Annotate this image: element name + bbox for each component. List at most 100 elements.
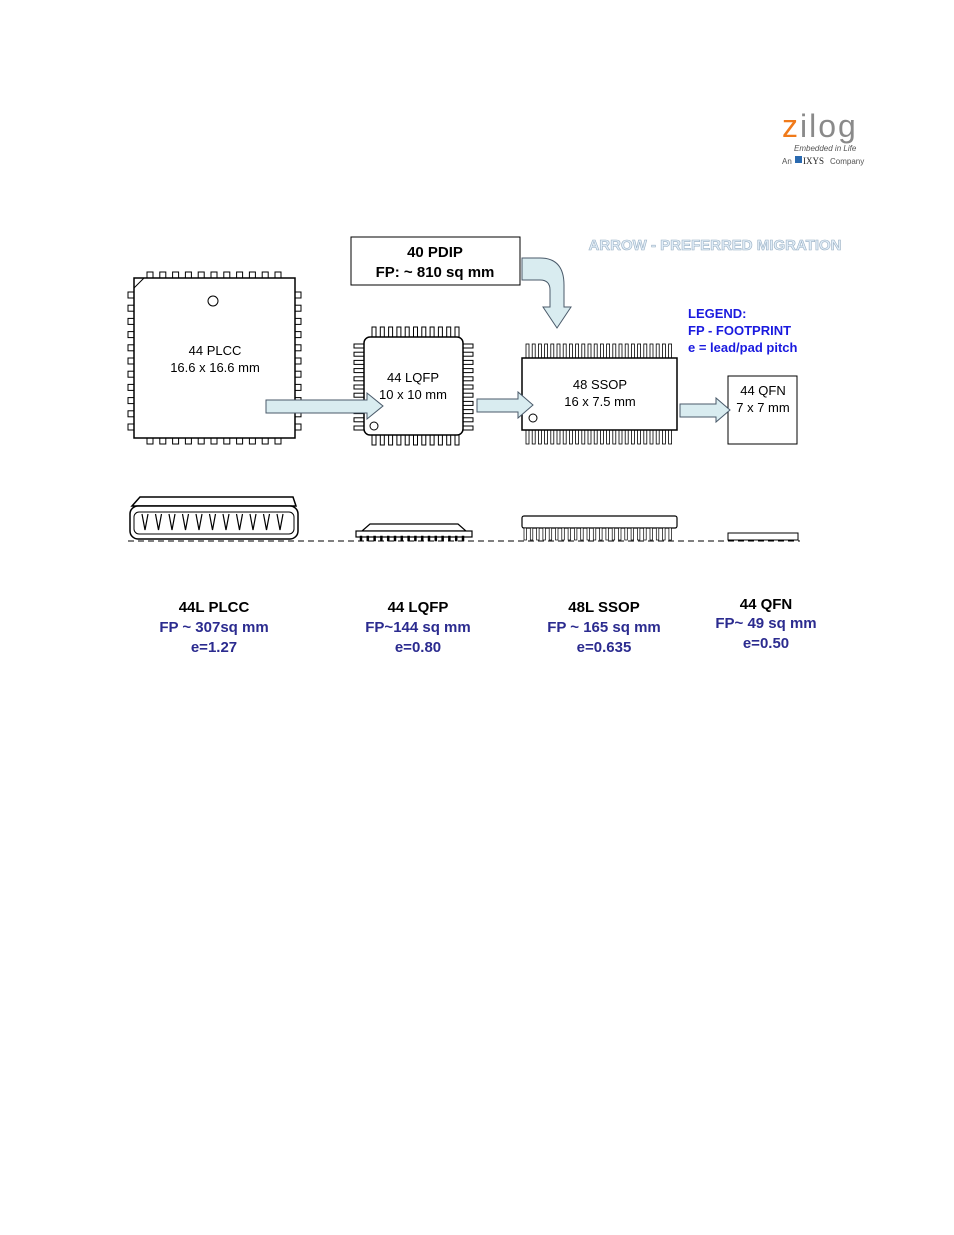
pin (127, 410, 135, 418)
pin (294, 370, 302, 378)
pin (569, 343, 573, 359)
pin (631, 343, 635, 359)
pin (294, 357, 302, 365)
pin (575, 429, 579, 445)
label-qfn-name: 44 QFN (740, 596, 793, 613)
pin (248, 271, 256, 279)
ssop-size: 16 x 7.5 mm (564, 394, 636, 409)
pin (294, 423, 302, 431)
pin (127, 397, 135, 405)
lead (630, 527, 634, 541)
pin (294, 291, 302, 299)
lead (208, 513, 217, 531)
pin (172, 437, 180, 445)
pin (127, 291, 135, 299)
pin (454, 434, 460, 446)
pin (446, 326, 452, 338)
pin (550, 343, 555, 359)
pin (388, 434, 394, 446)
lead (441, 535, 444, 542)
pin (127, 344, 135, 352)
lead (400, 535, 404, 542)
pin (429, 326, 435, 338)
pin (600, 343, 604, 359)
lead (542, 527, 546, 541)
pin (668, 429, 672, 445)
pin (454, 326, 460, 338)
pin (462, 409, 474, 415)
pin (146, 437, 154, 445)
pin (556, 429, 561, 445)
lead (393, 535, 397, 542)
pin (353, 425, 365, 431)
lead (523, 527, 527, 541)
label-plcc-name: 44L PLCC (179, 599, 250, 616)
pin (655, 343, 660, 359)
arrow-right-icon (476, 390, 534, 420)
lead (359, 535, 363, 542)
pin (184, 271, 192, 279)
pin (413, 326, 418, 338)
pin (421, 434, 427, 446)
pin (593, 343, 598, 359)
legend-fp: FP - FOOTPRINT (688, 323, 791, 338)
plcc-name: 44 PLCC (189, 343, 242, 358)
pin (353, 351, 365, 357)
pin (649, 429, 654, 445)
pin (462, 392, 474, 398)
pin (612, 343, 617, 359)
pin (462, 417, 474, 423)
pin (396, 434, 402, 446)
lqfp-size: 10 x 10 mm (379, 387, 447, 402)
logo-z: z (782, 108, 800, 144)
logo-brand: zilog (782, 108, 858, 144)
pin (612, 429, 617, 445)
pin (274, 437, 282, 445)
pin (462, 368, 474, 374)
lead (222, 513, 230, 531)
pin (396, 326, 402, 338)
lead (235, 513, 244, 531)
pin (668, 343, 672, 359)
pin (531, 429, 536, 445)
pin (637, 343, 641, 359)
pin (159, 437, 167, 445)
lead (407, 535, 410, 542)
lqfp-side-view (355, 523, 473, 542)
lead (366, 535, 370, 542)
pin (550, 429, 555, 445)
label-plcc-pitch: e=1.27 (191, 639, 237, 656)
pin (127, 331, 135, 339)
pin (353, 359, 365, 365)
lead (380, 535, 383, 542)
lead (567, 527, 571, 541)
pin (462, 400, 474, 406)
pin (127, 423, 135, 431)
curved-arrow-icon (521, 257, 572, 329)
label-plcc: 44L PLCC FP ~ 307sq mm e=1.27 (159, 599, 268, 656)
pin (404, 326, 410, 338)
pin (538, 343, 542, 359)
pin (184, 437, 192, 445)
label-qfn-fp: FP~ 49 sq mm (715, 615, 816, 632)
pin (531, 343, 536, 359)
pin (662, 429, 666, 445)
pin1-marker-icon (207, 295, 219, 307)
legend-title: LEGEND: (688, 306, 747, 321)
lead (276, 513, 284, 531)
pin (274, 271, 282, 279)
pin (172, 271, 180, 279)
logo-tagline: Embedded in Life (794, 144, 857, 153)
pin (159, 271, 167, 279)
qfn-name: 44 QFN (740, 383, 786, 398)
pin (581, 343, 586, 359)
arrow-note: ARROW - PREFERRED MIGRATION (588, 237, 841, 254)
pin (127, 304, 135, 312)
pin (404, 434, 410, 446)
logo-company-prefix: An (782, 157, 792, 166)
pin (353, 392, 365, 398)
pdip-box: 40 PDIP FP: ~ 810 sq mm (350, 236, 521, 286)
legend-e: e = lead/pad pitch (688, 340, 798, 355)
pin (294, 383, 302, 391)
pin (643, 429, 648, 445)
